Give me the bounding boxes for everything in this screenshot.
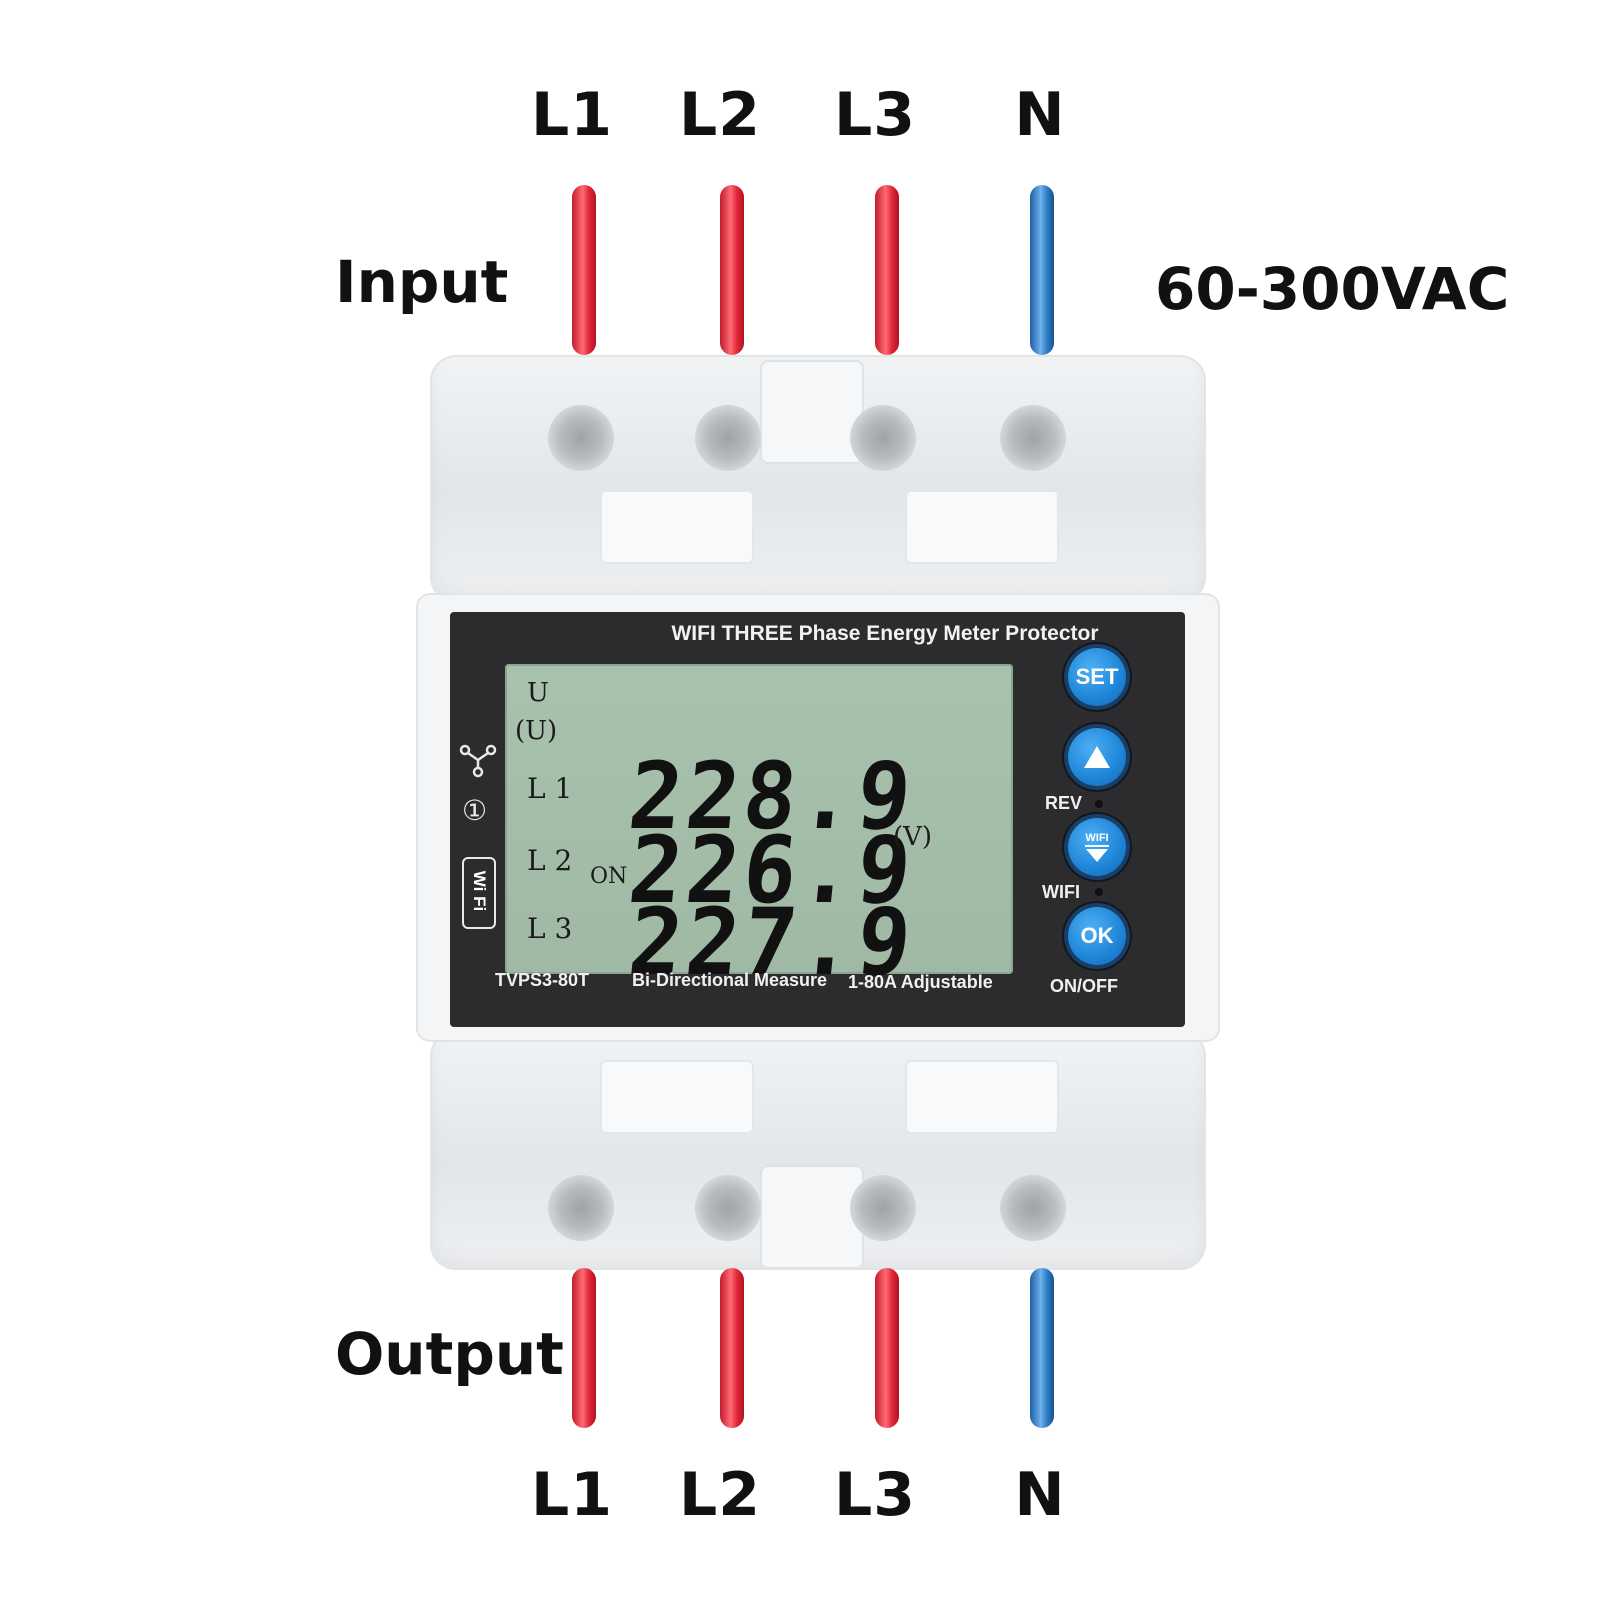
model-label: TVPS3-80T <box>495 970 590 990</box>
panel-title: WIFI THREE Phase Energy Meter Protector <box>671 622 1099 645</box>
top-screw-3 <box>850 405 916 471</box>
top-housing <box>430 355 1206 603</box>
up-arrow-icon <box>1084 746 1110 768</box>
lcd-mode-sub-label: (U) <box>515 716 558 746</box>
bottom-wire-l1 <box>572 1268 596 1428</box>
bottom-terminal-l1-label: L1 <box>531 1460 613 1530</box>
down-arrow-icon <box>1086 848 1108 862</box>
rev-indicator-dot <box>1095 800 1103 808</box>
top-terminal-l2-label: L2 <box>679 80 761 150</box>
wifi-badge-text: Wi Fi <box>470 870 489 912</box>
top-wire-l2 <box>720 185 744 355</box>
feature-bidirectional: Bi-Directional Measure <box>632 970 828 990</box>
wifi-badge-icon: Wi Fi <box>462 857 496 929</box>
bottom-screw-2 <box>695 1175 761 1241</box>
ok-button[interactable]: OK <box>1068 907 1126 965</box>
bottom-housing <box>430 1030 1206 1270</box>
bottom-terminal-l2-label: L2 <box>679 1460 761 1530</box>
set-button[interactable]: SET <box>1068 648 1126 706</box>
lcd-phase-l3: L 3 <box>527 912 573 945</box>
power-circle-icon: ① <box>462 794 488 827</box>
up-button[interactable] <box>1068 728 1126 786</box>
lcd-status-on: ON <box>590 864 628 889</box>
wifi-indicator-dot <box>1095 888 1103 896</box>
front-panel: WIFI THREE Phase Energy Meter Protector … <box>450 612 1185 1027</box>
bottom-screw-3 <box>850 1175 916 1241</box>
bottom-wire-l2 <box>720 1268 744 1428</box>
top-terminal-l3-label: L3 <box>834 80 916 150</box>
top-recess-right <box>905 490 1059 564</box>
onoff-label: ON/OFF <box>1050 976 1118 996</box>
input-label: Input <box>335 248 509 316</box>
wifi-button-text: WIFI <box>1085 832 1109 847</box>
top-wire-n <box>1030 185 1054 355</box>
lcd-mode-label: U <box>527 678 549 708</box>
bottom-wire-n <box>1030 1268 1054 1428</box>
bottom-latch <box>760 1165 864 1269</box>
bottom-terminal-n-label: N <box>1014 1460 1066 1530</box>
bottom-recess-left <box>600 1060 754 1134</box>
top-screw-1 <box>548 405 614 471</box>
bottom-screw-1 <box>548 1175 614 1241</box>
bottom-recess-right <box>905 1060 1059 1134</box>
rev-label: REV <box>1045 793 1083 813</box>
output-label: Output <box>335 1320 564 1388</box>
lcd-unit: (V) <box>893 822 933 852</box>
top-wire-l3 <box>875 185 899 355</box>
wifi-label: WIFI <box>1042 882 1080 902</box>
top-terminal-l1-label: L1 <box>531 80 613 150</box>
lcd-display: U (U) L 1 L 2 L 3 ON 228.9 226.9 227.9 (… <box>505 664 1013 996</box>
top-terminal-n-label: N <box>1014 80 1066 150</box>
top-screw-4 <box>1000 405 1066 471</box>
wifi-down-button[interactable]: WIFI <box>1068 818 1126 876</box>
top-screw-2 <box>695 405 761 471</box>
bottom-terminal-l3-label: L3 <box>834 1460 916 1530</box>
feature-adjustable: 1-80A Adjustable <box>848 972 993 992</box>
top-wire-l1 <box>572 185 596 355</box>
bottom-wire-l3 <box>875 1268 899 1428</box>
lcd-phase-l2: L 2 <box>527 844 573 877</box>
three-phase-icon <box>459 744 497 778</box>
top-recess-left <box>600 490 754 564</box>
bottom-screw-4 <box>1000 1175 1066 1241</box>
top-latch <box>760 360 864 464</box>
voltage-range-label: 60-300VAC <box>1155 255 1510 323</box>
lcd-phase-l1: L 1 <box>527 772 573 805</box>
